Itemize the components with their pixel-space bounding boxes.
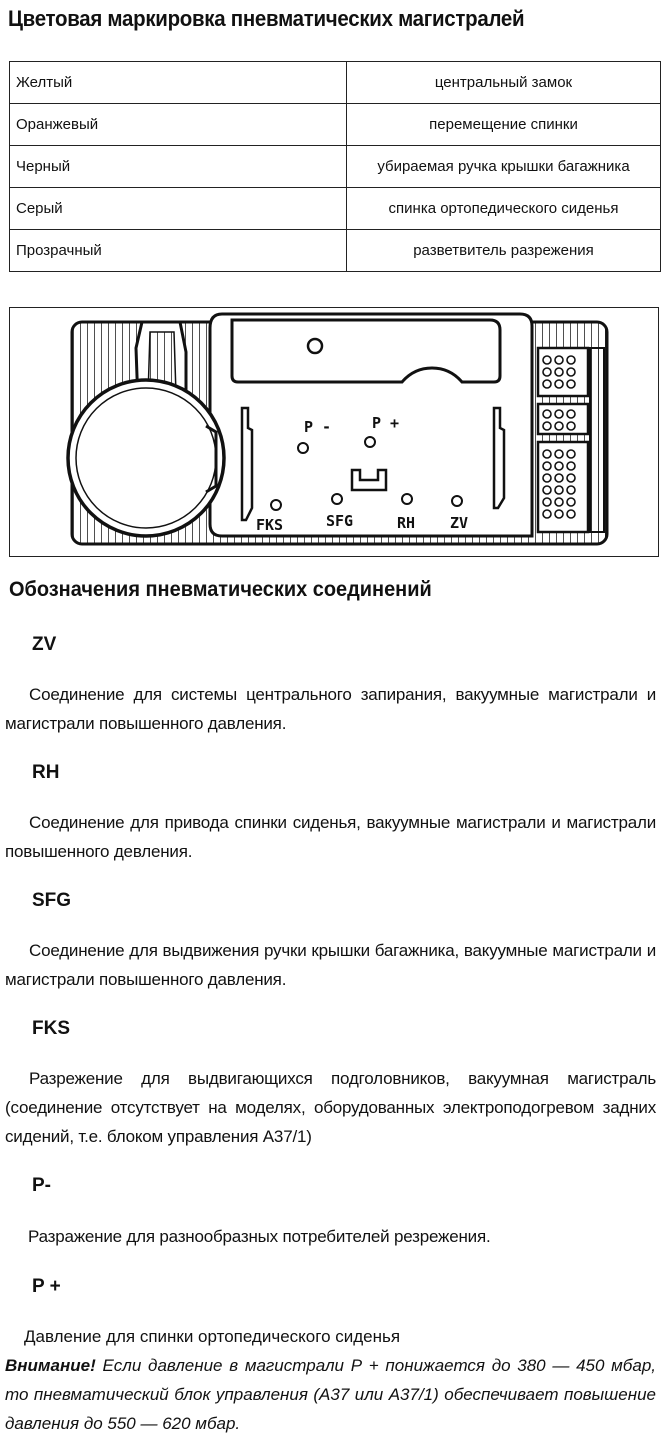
purpose-cell: центральный замок: [346, 61, 661, 104]
table-row: Оранжевый перемещение спинки: [9, 103, 661, 146]
mounting-hole-icon: [306, 337, 324, 355]
color-cell: Прозрачный: [9, 229, 347, 272]
section-text-zv: Соединение для системы центрального запи…: [5, 685, 656, 733]
right-clip: [492, 406, 506, 510]
section-text-p-plus: Давление для спинки ортопедического сиде…: [24, 1327, 401, 1346]
label-fks: FKS: [256, 516, 283, 534]
table-row: Желтый центральный замок: [9, 61, 661, 104]
label-p-plus: P +: [372, 414, 399, 432]
section-code-rh: RH: [32, 762, 60, 783]
table-row: Серый спинка ортопедического сиденья: [9, 187, 661, 230]
top-cover: [230, 318, 502, 384]
purpose-cell: разветвитель разрежения: [346, 229, 661, 272]
port-fks-icon: [270, 499, 282, 511]
pneumatic-unit-figure: P - P + FKS SFG RH ZV: [9, 307, 659, 557]
section-code-p-minus: P-: [32, 1175, 51, 1196]
purpose-cell: убираемая ручка крышки багажника: [346, 145, 661, 188]
warning-note: Внимание! Если давление в магистрали Р +…: [5, 1351, 656, 1438]
color-coding-table: Желтый центральный замок Оранжевый перем…: [9, 61, 661, 272]
warning-text: Если давление в магистрали Р + понижаетс…: [5, 1356, 656, 1433]
color-cell: Оранжевый: [9, 103, 347, 146]
section-code-p-plus: P +: [32, 1276, 61, 1297]
connector-pins: [542, 355, 576, 519]
warning-label: Внимание!: [5, 1356, 96, 1375]
color-cell: Серый: [9, 187, 347, 230]
label-zv: ZV: [450, 514, 468, 532]
section-text-rh: Соединение для привода спинки сиденья, в…: [5, 813, 656, 861]
label-rh: RH: [397, 514, 415, 532]
port-zv-icon: [451, 495, 463, 507]
port-p-minus-icon: [297, 442, 309, 454]
section-text-fks: Разрежение для выдвигающихся подголовник…: [5, 1069, 656, 1146]
section-text-sfg: Соединение для выдвижения ручки крышки б…: [5, 941, 656, 989]
table-row: Прозрачный разветвитель разрежения: [9, 229, 661, 272]
section-code-fks: FKS: [32, 1018, 70, 1039]
port-rh-icon: [401, 493, 413, 505]
section-code-zv: ZV: [32, 634, 57, 655]
color-cell: Желтый: [9, 61, 347, 104]
label-p-minus: P -: [304, 418, 331, 436]
table-row: Черный убираемая ручка крышки багажника: [9, 145, 661, 188]
port-p-plus-icon: [364, 436, 376, 448]
pneumatic-unit-drawing: P - P + FKS SFG RH ZV: [66, 312, 609, 546]
purpose-cell: спинка ортопедического сиденья: [346, 187, 661, 230]
label-sfg: SFG: [326, 512, 353, 530]
section-text-p-minus: Разражение для разнообразных потребителе…: [28, 1227, 491, 1246]
left-clip: [240, 406, 254, 522]
port-sfg-icon: [331, 493, 343, 505]
page-title: Цветовая маркировка пневматических магис…: [8, 6, 525, 31]
section-code-sfg: SFG: [32, 890, 72, 911]
connections-title: Обозначения пневматических соединений: [9, 578, 432, 601]
color-cell: Черный: [9, 145, 347, 188]
purpose-cell: перемещение спинки: [346, 103, 661, 146]
